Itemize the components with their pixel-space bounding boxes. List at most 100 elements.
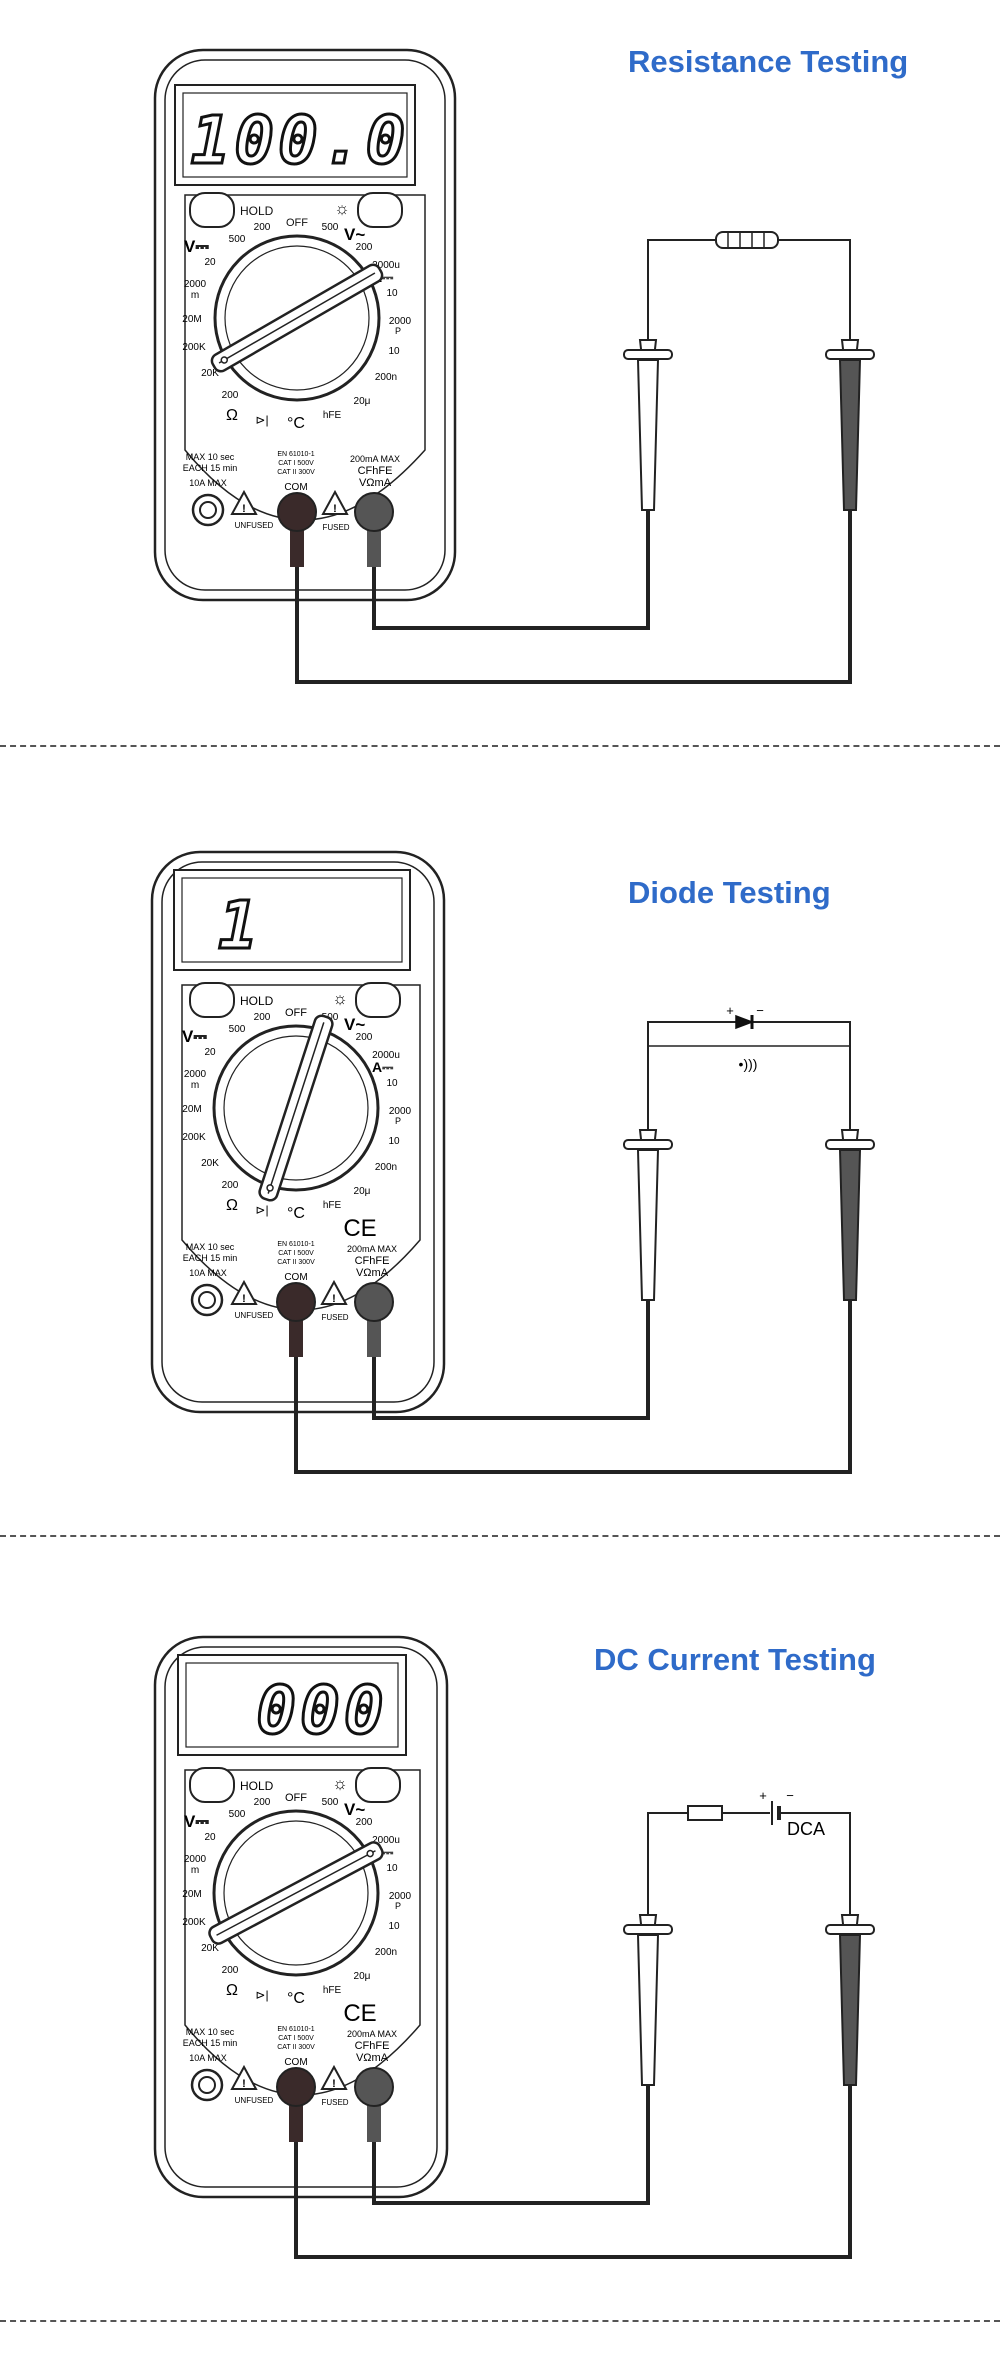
dial-mark: m [191, 290, 199, 301]
celsius-label: °C [287, 1990, 305, 2007]
dial-mark: 10 [386, 1078, 398, 1089]
black-probe [623, 290, 673, 511]
dial-mark: P [395, 326, 401, 336]
backlight-button[interactable] [355, 1767, 401, 1803]
dial-mark: 200 [356, 1817, 373, 1828]
hold-button[interactable] [189, 982, 235, 1018]
battery-plus: + [759, 1788, 767, 1803]
vohm-wire [372, 2085, 650, 2205]
dial-mark: 500 [229, 234, 246, 245]
dc-current-testing-panel: DC Current Testing 000 HOLD ☼ OFF 200 50… [0, 1575, 1000, 2335]
red-probe [825, 1865, 875, 2086]
dial-mark: 500 [229, 1809, 246, 1820]
hfe-label: hFE [323, 1985, 342, 1996]
warning-text: MAX 10 sec [186, 452, 235, 462]
red-probe [825, 1080, 875, 1301]
rating-text: CFhFE [358, 465, 393, 477]
lcd-display [173, 869, 411, 971]
com-label: COM [284, 2057, 307, 2068]
dial-mark: 20μ [354, 396, 371, 407]
svg-text:!: ! [242, 1293, 246, 1305]
dial-mark: 20M [182, 1889, 201, 1900]
warning-icon [320, 1279, 348, 1305]
black-probe [623, 1865, 673, 2086]
panel-title: Resistance Testing [628, 44, 909, 79]
warning-icon [230, 1279, 258, 1305]
battery-minus: − [786, 1788, 794, 1803]
dial-mark: 10 [388, 1921, 400, 1932]
test-circuit [647, 1812, 851, 1867]
vohm-jack[interactable] [354, 492, 394, 532]
fused-label: FUSED [321, 1313, 348, 1322]
hfe-label: hFE [323, 410, 342, 421]
com-jack[interactable] [276, 2067, 316, 2107]
warning-icon [321, 489, 349, 515]
hold-button[interactable] [189, 192, 235, 228]
com-wire [294, 2085, 852, 2259]
rating-text: VΩmA [356, 1267, 389, 1279]
dial-mark: 200K [182, 342, 206, 353]
backlight-button[interactable] [355, 982, 401, 1018]
rating-text: 200mA MAX [347, 2029, 397, 2039]
backlight-button[interactable] [357, 192, 403, 228]
lcd-reading: 000 [256, 1672, 387, 1749]
dial-mark: 200 [222, 1965, 239, 1976]
dial-mark: m [191, 1865, 199, 1876]
unfused-label: UNFUSED [235, 521, 274, 530]
dial-mark: 20K [201, 1158, 219, 1169]
svg-text:!: ! [242, 2078, 246, 2090]
diode-plus: + [726, 1003, 734, 1018]
v-dc-label: V⎓ [182, 1027, 207, 1046]
battery-icon [770, 1801, 781, 1825]
standard-text: EN 61010-1 [277, 451, 314, 458]
dial-mark: 200 [254, 222, 271, 233]
sun-icon: ☼ [332, 989, 348, 1008]
dial-mark: 20K [201, 368, 219, 379]
dial-mark: 2000u [372, 260, 400, 271]
separator [0, 2320, 1000, 2322]
com-jack[interactable] [276, 1282, 316, 1322]
dial-mark: 200 [356, 242, 373, 253]
dial-mark: 500 [322, 1797, 339, 1808]
hold-label: HOLD [240, 204, 274, 218]
dial-mark: 2000u [372, 1050, 400, 1061]
multimeter: 100.0 HOLD ☼ OFF 200 500 V⎓ V~ 500 200 2… [153, 48, 457, 602]
dial-mark: 10 [386, 1863, 398, 1874]
dial-mark: 10 [388, 1136, 400, 1147]
dial-mark: 20M [182, 314, 201, 325]
dial-mark: 200 [222, 1180, 239, 1191]
vohm-jack[interactable] [354, 2067, 394, 2107]
off-label: OFF [286, 217, 308, 229]
svg-text:!: ! [333, 503, 337, 515]
hold-button[interactable] [189, 1767, 235, 1803]
dial-mark: 200K [182, 1132, 206, 1143]
com-jack[interactable] [277, 492, 317, 532]
vohm-jack[interactable] [354, 1282, 394, 1322]
warning-text: MAX 10 sec [186, 2027, 235, 2037]
rating-text: CFhFE [355, 2040, 390, 2052]
sun-icon: ☼ [334, 199, 350, 218]
dial-mark: 10 [386, 288, 398, 299]
standard-text: CAT I 500V [278, 2035, 314, 2042]
dial-mark: 2000 [184, 1854, 207, 1865]
rotary-dial[interactable] [212, 1014, 380, 1202]
rotary-dial[interactable] [209, 234, 384, 402]
warning-text: EACH 15 min [183, 463, 238, 473]
hold-label: HOLD [240, 1779, 274, 1793]
dial-mark: P [395, 1901, 401, 1911]
diode-buzzer-icon: ⊳| [255, 413, 268, 427]
standard-text: EN 61010-1 [277, 2026, 314, 2033]
warning-text: 10A MAX [189, 478, 227, 488]
dial-mark: 2000 [389, 316, 412, 327]
dial-mark: 500 [229, 1024, 246, 1035]
panel-title: Diode Testing [628, 875, 831, 910]
warning-icon [230, 2064, 258, 2090]
ce-mark: CE [343, 1215, 376, 1242]
warning-icon [320, 2064, 348, 2090]
warning-text: 10A MAX [189, 1268, 227, 1278]
rotary-dial[interactable] [207, 1809, 385, 1977]
panel-title: DC Current Testing [594, 1642, 876, 1677]
resistor-icon [715, 231, 779, 249]
svg-text:!: ! [332, 2078, 336, 2090]
com-wire [295, 510, 852, 684]
